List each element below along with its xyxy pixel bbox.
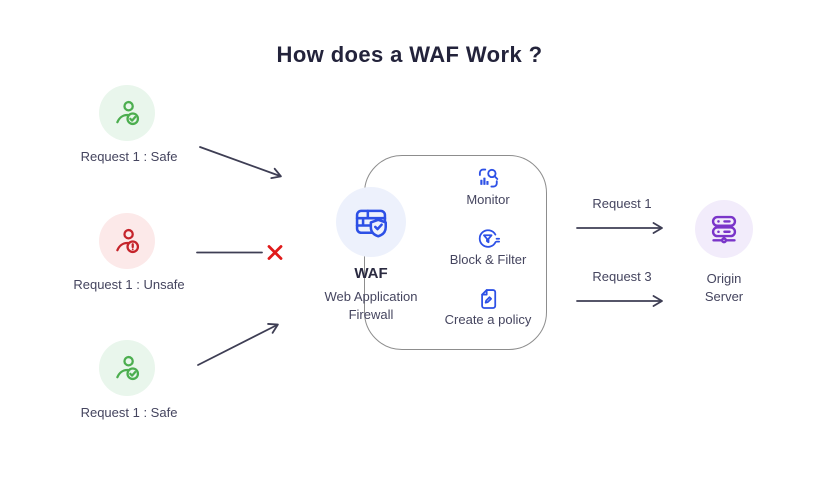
request-node-unsafe	[99, 213, 155, 269]
feature-create-policy: Create a policy	[444, 286, 532, 327]
arrow-safe-top	[199, 146, 282, 180]
request-node-safe-top	[99, 85, 155, 141]
server-stack-icon	[711, 215, 737, 244]
feature-label-monitor: Monitor	[466, 192, 510, 207]
firewall-shield-icon	[355, 209, 387, 238]
user-check-icon	[116, 100, 140, 126]
policy-document-icon	[481, 289, 496, 309]
waf-subtitle: Web Application Firewall	[324, 289, 418, 322]
request-node-safe-bottom	[99, 340, 155, 396]
waf-node	[336, 187, 406, 257]
feature-block-filter: Block & Filter	[449, 226, 527, 267]
blocked-x-icon	[267, 245, 283, 260]
filter-circle-icon	[478, 229, 500, 248]
user-warning-icon	[116, 228, 140, 254]
feature-label-block-filter: Block & Filter	[449, 252, 527, 267]
request-label-unsafe: Request 1 : Unsafe	[73, 277, 185, 292]
origin-server-node	[695, 200, 753, 258]
arrow-safe-bottom	[197, 323, 279, 366]
request-label-safe-top: Request 1 : Safe	[80, 149, 178, 164]
page-title: How does a WAF Work ?	[276, 42, 543, 67]
monitor-search-icon	[478, 168, 498, 188]
request-label-safe-bottom: Request 1 : Safe	[80, 405, 178, 420]
forward-request3-label: Request 3	[592, 269, 652, 284]
feature-label-create-policy: Create a policy	[444, 312, 532, 327]
user-check-icon	[116, 355, 140, 381]
feature-monitor: Monitor	[466, 165, 510, 207]
waf-label: WAF	[354, 265, 388, 282]
forward-request1-label: Request 1	[592, 196, 652, 211]
origin-server-label: Origin Server	[704, 271, 744, 304]
